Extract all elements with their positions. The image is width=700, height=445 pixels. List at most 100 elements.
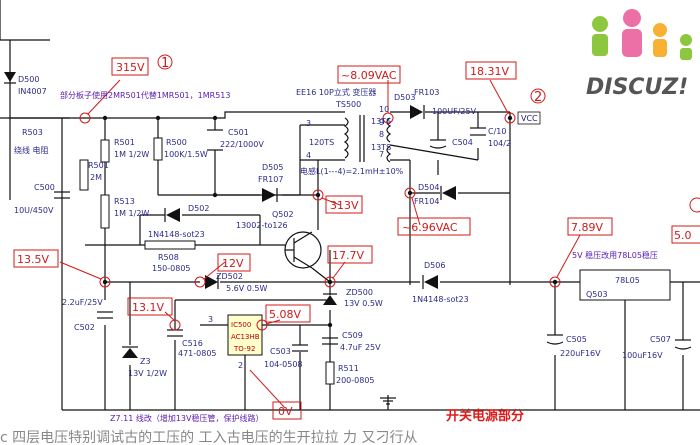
label-zd502-value: 5.6V 0.5W: [226, 284, 267, 293]
label-q502-value: 13002-to126: [236, 221, 288, 230]
label-d500-value: IN4007: [18, 87, 47, 96]
note-5v: 5V 稳压改用78L05稳压: [572, 250, 658, 260]
label-c507: C507: [650, 335, 671, 344]
voltage-6-96vac: ~6.96VAC: [402, 221, 458, 234]
label-q502: Q502: [272, 210, 294, 219]
diode-d504: [442, 186, 456, 200]
voltage-313v: 313V: [330, 199, 359, 212]
label-c504: C504: [452, 138, 473, 147]
label-c503: C503: [270, 347, 291, 356]
label-c510-value: 104/2: [488, 139, 511, 148]
label-c505: C505: [566, 335, 587, 344]
label-c516: C516: [182, 339, 203, 348]
label-r501-value: 1M 1/2W: [114, 150, 149, 159]
label-c500: C500: [34, 183, 55, 192]
label-ic500-package: TO-92: [233, 345, 255, 353]
resistor-r513: [100, 194, 110, 229]
label-c503-value: 104-0508: [264, 360, 303, 369]
label-c510: C/10: [488, 127, 506, 136]
wires: [0, 0, 700, 411]
label-c509: C509: [342, 331, 363, 340]
label-pin8: 8: [379, 130, 384, 139]
label-d502-value: 1N4148-sot23: [148, 230, 205, 239]
components: [4, 72, 692, 385]
label-r508-value: 150-0805: [152, 264, 191, 273]
label-r508: R508: [158, 253, 179, 262]
diode-d506: [424, 275, 438, 289]
label-ic500: IC500: [231, 321, 251, 329]
resistor-r508: [144, 240, 196, 250]
label-r511: R511: [338, 364, 359, 373]
label-fr103: FR103: [414, 88, 439, 97]
label-pin9: 9: [379, 118, 384, 127]
voltage-7-89v: 7.89V: [571, 221, 603, 234]
voltage-0v: 0V: [278, 405, 293, 418]
label-c507-value: 100uF16V: [622, 351, 663, 360]
diagram-title: 开关电源部分: [446, 408, 524, 424]
label-pin7: 7: [379, 150, 384, 159]
label-ee16: EE16 10P立式 变压器: [296, 87, 376, 97]
regulator-78l05: [579, 269, 671, 301]
label-zd500-value: 13V 0.5W: [344, 299, 383, 308]
label-d506-value: 1N4148-sot23: [412, 295, 469, 304]
label-c509-value: 4.7uF 25V: [340, 343, 381, 352]
label-ic-pin2: 2: [238, 361, 243, 370]
label-r513: R513: [114, 197, 135, 206]
voltage-13-1v: 13.1V: [132, 301, 164, 314]
resistor-r501: [100, 139, 110, 163]
label-c501: C501: [228, 128, 249, 137]
ic500-chip: [227, 314, 263, 356]
voltage-315v: 315V: [116, 61, 145, 74]
label-c505-value: 220uF16V: [560, 349, 601, 358]
voltage-17-7v: 17.7V: [332, 249, 364, 262]
discuz-logo: DISCUZ!: [586, 9, 692, 100]
label-pin10: 10: [379, 105, 389, 114]
voltage-8-09vac: ~8.09VAC: [341, 69, 397, 82]
component-labels: D500 IN4007 R503 绕线 电阻 部分板子使用2MR501代替1MR…: [14, 75, 671, 423]
label-pin3: 3: [306, 119, 311, 128]
resistor-r500: [153, 137, 163, 161]
voltage-5-0-partial: 5.0: [674, 229, 692, 242]
callout-markers: [13, 54, 700, 420]
note-bottom: Z7.11 线改（增加13V稳压管，保护线路）: [110, 413, 264, 423]
voltage-readings: 315V ~8.09VAC 18.31V 313V ~6.96VAC 7.89V…: [17, 61, 692, 418]
label-r511-value: 200-0805: [336, 376, 375, 385]
label-zd500: ZD500: [346, 288, 373, 297]
label-d506: D506: [424, 261, 445, 270]
bottom-caption: c 四层电压特别调试古的工压的 工入古电压的生开拉拉 力 又刁行从: [0, 430, 418, 445]
label-r501-2m: R501: [88, 161, 109, 170]
discuz-wordmark: DISCUZ!: [586, 75, 688, 100]
label-c504-note: 100UF/25V: [432, 107, 477, 116]
label-13ts-a: 13TS: [371, 117, 391, 126]
label-q503: Q503: [586, 290, 608, 299]
note-top: 部分板子使用2MR501代替1MR501，1MR513: [60, 90, 230, 100]
label-fr104: FR104: [414, 197, 439, 206]
label-d500: D500: [18, 75, 39, 84]
diode-fr103: [410, 105, 423, 119]
voltage-5-08v: 5.08V: [269, 308, 301, 321]
label-r501-2m-value: 2M: [90, 173, 102, 182]
label-r513-value: 1M 1/2W: [114, 209, 149, 218]
diode-d502: [166, 208, 180, 222]
label-c502: C502: [74, 323, 95, 332]
label-vcc: VCC: [521, 114, 538, 123]
label-ts500: TS500: [335, 100, 361, 109]
voltage-18-31v: 18.31V: [470, 65, 509, 78]
callout-2: 2: [534, 90, 542, 105]
label-r503: R503: [22, 128, 43, 137]
label-c500-value: 10U/450V: [14, 206, 54, 215]
voltage-13-5v: 13.5V: [17, 253, 49, 266]
label-d502: D502: [188, 204, 209, 213]
label-78l05: 78L05: [615, 276, 640, 285]
label-z3: Z3: [140, 357, 151, 366]
label-d504: D504: [418, 183, 439, 192]
label-c501-value: 222/1000V: [220, 140, 264, 149]
voltage-12v: 12V: [222, 257, 244, 270]
label-pin4: 4: [306, 151, 311, 160]
label-d503: D503: [394, 93, 415, 102]
label-r500-value: 100K/1.5W: [164, 150, 208, 159]
zener-z3: [122, 348, 138, 358]
label-c516-value: 471-0805: [178, 349, 217, 358]
